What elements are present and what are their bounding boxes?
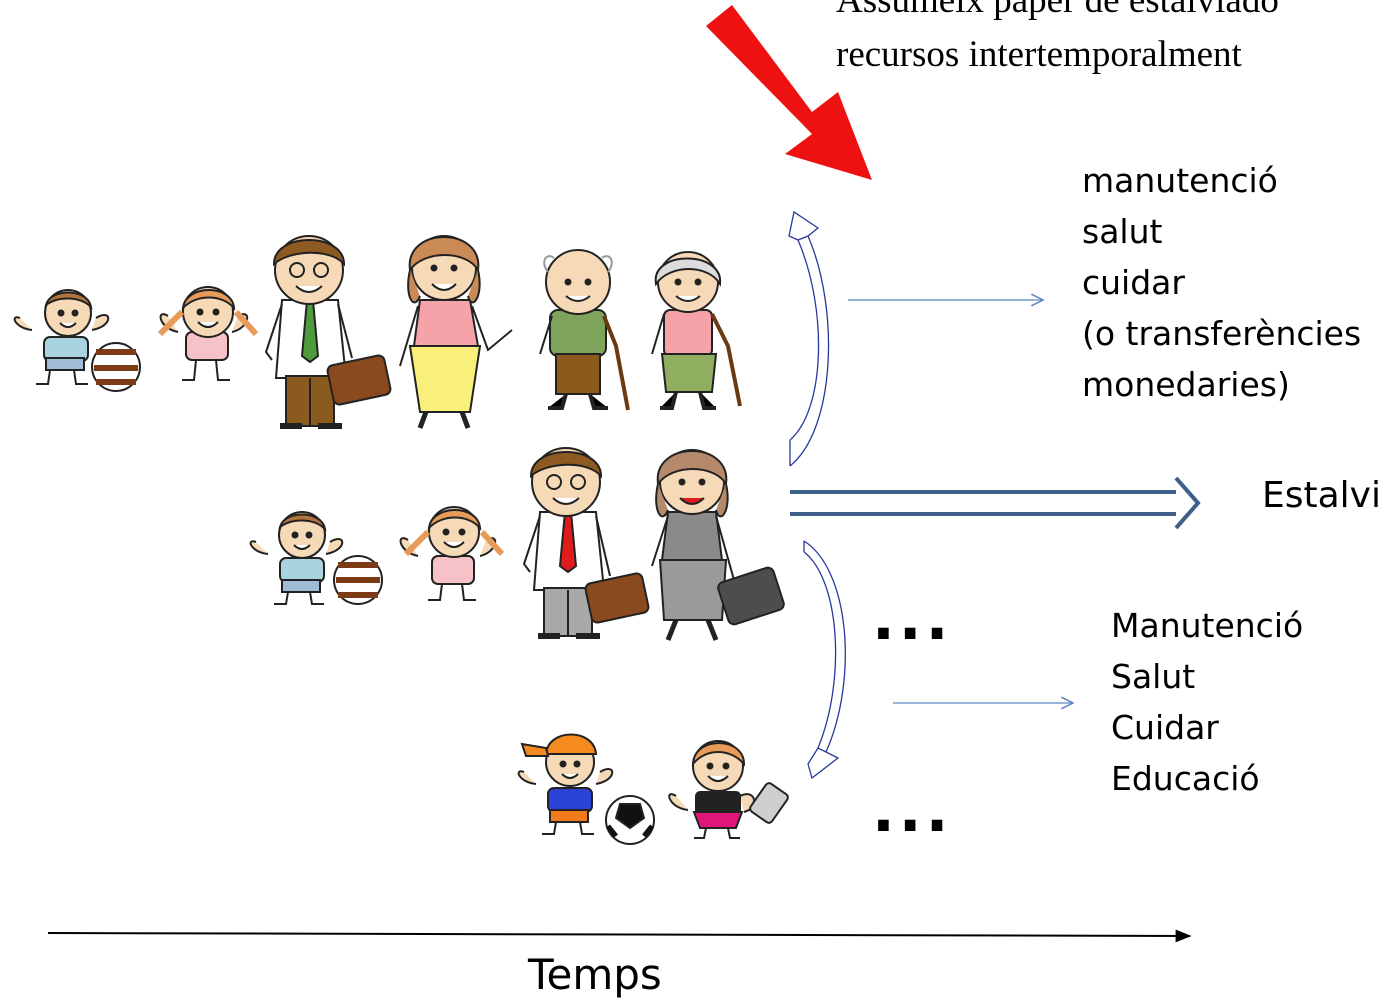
upper-need-item: monedaries) bbox=[1082, 365, 1290, 404]
ellipsis-bottom: ... bbox=[872, 776, 953, 846]
generation-row-middle bbox=[249, 447, 785, 641]
boy-with-ball-figure bbox=[13, 289, 141, 392]
savings-double-arrow bbox=[790, 476, 1201, 530]
red-pointer-arrow bbox=[706, 5, 872, 180]
girl-with-braids-figure bbox=[399, 506, 505, 601]
upper-need-item: salut bbox=[1082, 212, 1163, 251]
lower-needs-list: Manutenció Salut Cuidar Educació bbox=[1111, 600, 1303, 804]
generation-row-bottom bbox=[517, 733, 789, 845]
curved-arrow-up bbox=[788, 210, 830, 467]
upper-need-item: manutenció bbox=[1082, 161, 1278, 200]
man-with-briefcase-figure bbox=[522, 447, 650, 639]
grandfather-with-cane-figure bbox=[539, 249, 630, 411]
savings-label: Estalvi bbox=[1262, 475, 1381, 516]
time-label: Temps bbox=[528, 950, 662, 999]
upper-need-item: cuidar bbox=[1082, 263, 1185, 302]
header-line-1: Assumeix paper de estalviado bbox=[836, 0, 1279, 21]
girl-with-phone-figure bbox=[668, 740, 789, 839]
time-axis-arrow bbox=[47, 929, 1192, 943]
lower-need-item: Educació bbox=[1111, 759, 1260, 798]
lower-need-item: Manutenció bbox=[1111, 606, 1304, 645]
curved-arrow-down bbox=[803, 540, 846, 780]
upper-needs-list: manutenció salut cuidar (o transferèncie… bbox=[1082, 155, 1361, 410]
upper-need-item: (o transferències bbox=[1082, 314, 1362, 353]
boy-with-ball-figure bbox=[249, 511, 383, 605]
girl-with-braids-figure bbox=[157, 286, 259, 381]
generation-row-top bbox=[13, 235, 742, 429]
lower-need-item: Salut bbox=[1111, 657, 1196, 696]
woman-with-apron-figure bbox=[399, 235, 513, 429]
man-with-briefcase-figure bbox=[264, 235, 392, 429]
ellipsis-middle: ... bbox=[872, 584, 953, 654]
header-line-2: recursos intertemporalment bbox=[836, 34, 1242, 75]
woman-with-bag-figure bbox=[651, 449, 785, 641]
boy-with-cap-and-ball-figure bbox=[517, 733, 655, 845]
lower-need-item: Cuidar bbox=[1111, 708, 1219, 747]
grandmother-with-cane-figure bbox=[651, 251, 742, 410]
